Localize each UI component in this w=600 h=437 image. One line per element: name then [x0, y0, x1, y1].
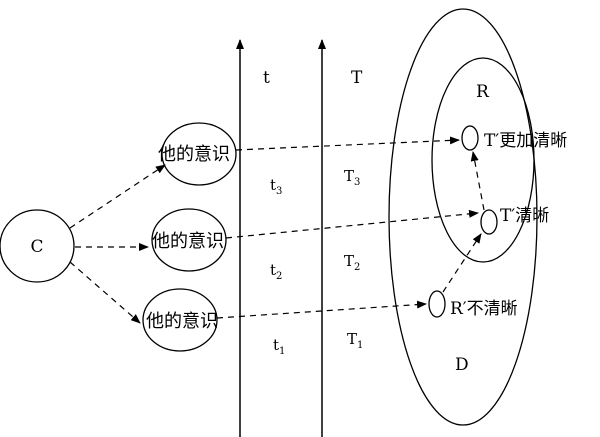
consciousness-node-bot [142, 288, 218, 352]
arrow-mid-to-point [225, 209, 479, 239]
t-axis-label: t [263, 68, 270, 88]
consciousness-bot-label: 他的意识 [146, 311, 218, 332]
region-r-ellipse [431, 57, 535, 263]
region-d-ellipse [388, 8, 538, 426]
time-T1: T1 [347, 330, 363, 351]
arrow-top-to-point [235, 136, 460, 151]
time-T2: T2 [344, 252, 360, 273]
arrow-mid-to-top-point [470, 151, 485, 211]
node-c [0, 209, 75, 283]
point-bot [428, 290, 446, 318]
point-top [461, 125, 479, 151]
arrow-bot-to-point [216, 300, 427, 319]
point-mid-label: T′清晰 [500, 206, 549, 226]
time-T3: T3 [344, 167, 360, 188]
consciousness-node-mid [151, 208, 227, 272]
time-t2: t2 [270, 261, 282, 282]
point-mid [480, 209, 498, 235]
node-c-label: C [30, 237, 43, 257]
time-t3: t3 [270, 176, 282, 197]
consciousness-mid-label: 他的意识 [152, 231, 224, 252]
arrow-c-to-top [69, 164, 166, 229]
region-r-label: R [476, 82, 490, 102]
arrow-c-to-bot [69, 261, 141, 324]
region-d-label: D [455, 355, 469, 375]
consciousness-node-top [161, 122, 237, 186]
consciousness-top-label: 他的意识 [158, 144, 230, 165]
point-bot-label: R′不清晰 [450, 299, 518, 319]
point-top-label: T′更加清晰 [484, 131, 567, 151]
T-axis-label: T [351, 68, 363, 88]
arrow-bot-to-mid-point [442, 233, 482, 293]
time-t1: t1 [273, 336, 285, 357]
